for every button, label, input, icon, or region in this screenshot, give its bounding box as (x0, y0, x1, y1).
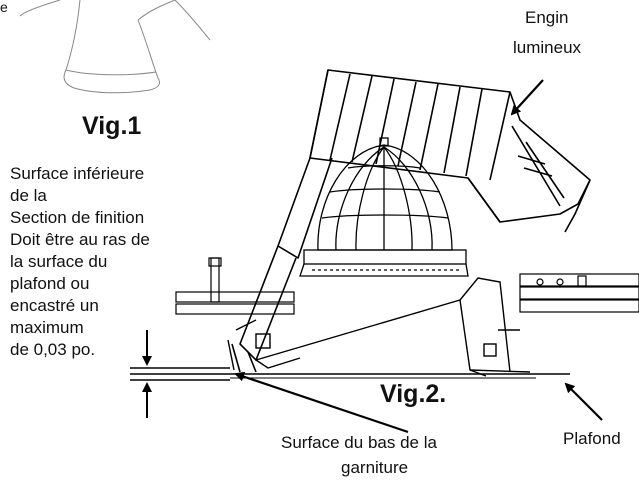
trim-bottom-label-line2: garniture (341, 458, 409, 477)
ceiling-label: Plafond (563, 429, 621, 448)
fig1-sketch (19, 0, 211, 94)
callout-arrows (234, 79, 603, 434)
note-line-8: maximum (10, 318, 84, 337)
note-line-2: de la (10, 186, 47, 205)
engine-arrow (510, 79, 544, 116)
note-line-7: encastré un (10, 296, 99, 315)
note-line-1: Surface inférieure (10, 164, 145, 183)
lamp-housing (231, 69, 591, 373)
engine-label-line2: lumineux (513, 38, 582, 57)
hanger-rod (208, 257, 222, 303)
note-line-3: Section de finition (10, 208, 145, 227)
ceiling-rails (175, 273, 639, 315)
fig1-title: Vig.1 (82, 112, 142, 140)
note-line-6: plafond ou (10, 274, 90, 293)
ceiling-arrow (564, 382, 603, 421)
fig2-title: Vig.2. (380, 380, 447, 408)
reflector-dome (299, 137, 469, 277)
engine-label-line1: Engin (525, 8, 569, 27)
corner-fragment-label: e (0, 0, 8, 15)
trim-section (227, 277, 531, 377)
note-line-9: de 0,03 po. (10, 340, 96, 359)
trim-bottom-label-line1: Surface du bas de la (281, 433, 437, 452)
note-line-5: la surface du (10, 252, 108, 271)
note-line-4: Doit être au ras de (10, 230, 150, 249)
trim-bottom-arrow (234, 371, 409, 434)
clearance-arrows (130, 330, 230, 418)
